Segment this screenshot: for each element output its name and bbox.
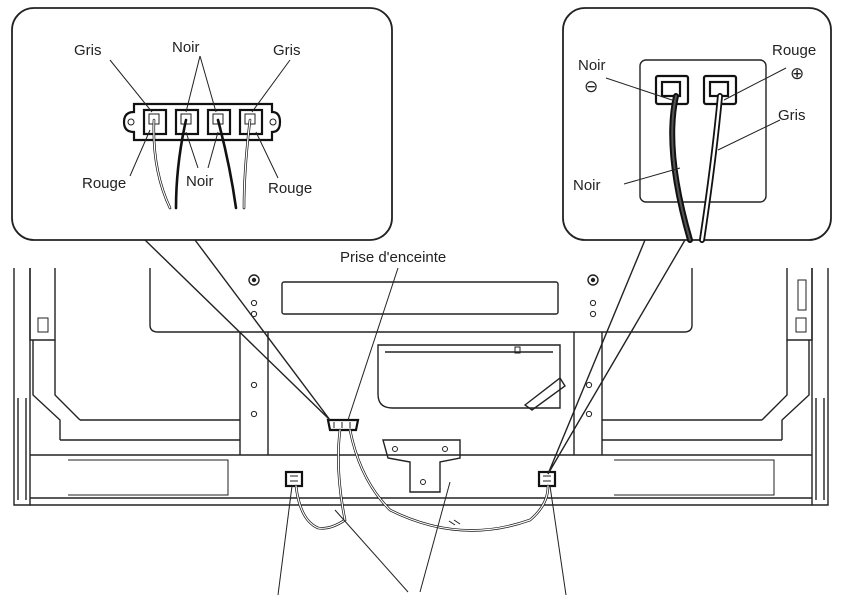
label-noir-bottom: Noir (186, 173, 214, 190)
plus-symbol: ⊕ (790, 64, 804, 83)
chassis-wires (294, 428, 550, 532)
label-noir-top: Noir (172, 39, 200, 56)
right-terminal-plate (639, 59, 767, 203)
minus-symbol: ⊖ (584, 77, 598, 96)
speaker-jack-callout: Prise d'enceinte (340, 249, 446, 421)
label-gris: Gris (778, 107, 806, 124)
label-noir-bottom: Noir (573, 177, 601, 194)
label-gris-right: Gris (273, 42, 301, 59)
speaker-jack-label: Prise d'enceinte (340, 249, 446, 266)
left-callout-wires (152, 118, 252, 210)
left-callout: Gris Noir Gris Rouge Noir Rouge (11, 7, 393, 241)
label-noir-minus: Noir (578, 57, 606, 74)
label-rouge-left: Rouge (82, 175, 126, 192)
label-gris-left: Gris (74, 42, 102, 59)
tv-rear-chassis (13, 268, 829, 506)
bottom-leaders (277, 481, 567, 596)
right-callout-wires (669, 93, 723, 243)
label-rouge-plus: Rouge (772, 42, 816, 59)
left-callout-frame (11, 7, 393, 241)
callout-pointers (144, 239, 686, 475)
right-callout: Noir ⊖ Rouge ⊕ Gris Noir (562, 7, 832, 243)
label-rouge-right: Rouge (268, 180, 312, 197)
